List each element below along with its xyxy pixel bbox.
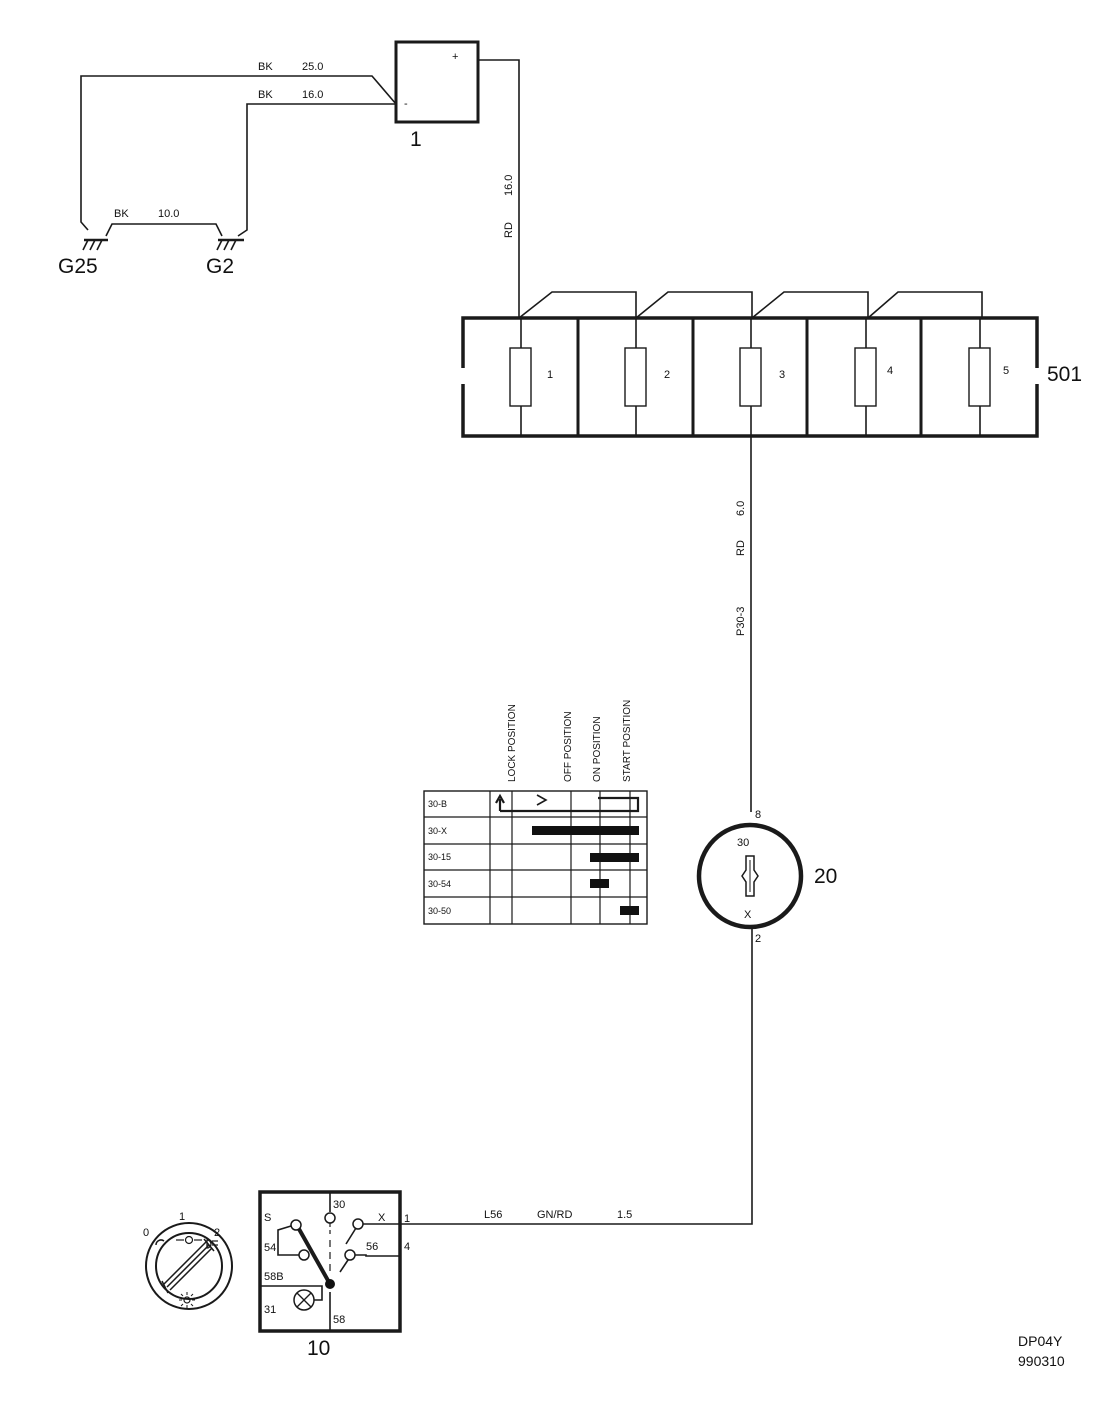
wire-fuse3-ign: 6.0 RD P30-3 [735, 436, 752, 812]
wire-code: P30-3 [735, 607, 747, 636]
light-switch: S 30 X 54 56 58B 31 58 1 4 10 [258, 1190, 410, 1360]
headlight-icon [206, 1239, 218, 1249]
terminal-56: 56 [366, 1241, 378, 1253]
knob-pos-1: 1 [179, 1211, 185, 1223]
ign-pin-in: 8 [755, 809, 761, 821]
battery-minus-label: - [404, 98, 408, 110]
knob-pos-0: 0 [143, 1227, 149, 1239]
fuse-box: 1 2 3 4 5 501 [460, 291, 1082, 438]
knob-pos-2: 2 [214, 1227, 220, 1239]
battery: + - 1 [394, 40, 480, 151]
svg-text:1: 1 [547, 369, 553, 381]
ign-terminal-out: X [744, 909, 752, 921]
terminal-58b: 58B [264, 1271, 284, 1283]
wire-color: BK [258, 89, 273, 101]
col-on: ON POSITION [592, 716, 603, 782]
fuse-box-ref: 501 [1047, 363, 1082, 386]
wire-color: BK [258, 61, 273, 73]
fuse-3: 3 [739, 318, 785, 436]
svg-text:4: 4 [887, 365, 893, 377]
bar-30-x [532, 826, 639, 835]
wire-code: L56 [484, 1209, 502, 1221]
wire-g25-g2: BK 10.0 [105, 208, 223, 237]
pin-1: 1 [404, 1213, 410, 1225]
col-lock: LOCK POSITION [507, 704, 518, 782]
wire-ign-light: L56 GN/RD 1.5 [401, 927, 753, 1225]
row-30-54: 30-54 [428, 879, 451, 889]
wire-size: 16.0 [503, 175, 515, 196]
wire-bat-pos-fuse: RD 16.0 [478, 59, 520, 318]
battery-ref: 1 [410, 128, 422, 151]
ground-g2: G2 [206, 238, 244, 278]
diagram-code: DP04Y [1018, 1333, 1063, 1349]
ground-g25: G25 [58, 238, 108, 278]
wire-size: 6.0 [735, 501, 747, 516]
wire-size: 1.5 [617, 1209, 632, 1221]
lamp-icon [293, 1289, 315, 1311]
col-off: OFF POSITION [563, 711, 574, 782]
row-30-b-marks [495, 793, 640, 813]
ground-g25-label: G25 [58, 255, 98, 278]
wire-color: RD [503, 222, 515, 238]
row-30-b: 30-B [428, 799, 447, 809]
bar-30-54 [590, 879, 609, 888]
drawing-id: DP04Y 990310 [1018, 1333, 1065, 1369]
ground-g2-label: G2 [206, 255, 234, 278]
bar-30-15 [590, 853, 639, 862]
light-switch-knob: 0 1 2 [143, 1211, 233, 1310]
svg-text:2: 2 [664, 369, 670, 381]
diagram-date: 990310 [1018, 1353, 1065, 1369]
row-30-50: 30-50 [428, 906, 451, 916]
fuse-1: 1 [509, 318, 553, 436]
ign-terminal-in: 30 [737, 837, 749, 849]
fuse-4: 4 [854, 318, 893, 436]
wire-bat-neg-g25: BK 25.0 [80, 61, 397, 231]
wire-size: 25.0 [302, 61, 323, 73]
terminal-58: 58 [333, 1314, 345, 1326]
row-30-15: 30-15 [428, 852, 451, 862]
switch-position-table: LOCK POSITION OFF POSITION ON POSITION S… [423, 700, 648, 925]
ign-ref: 20 [814, 865, 837, 888]
bar-30-50 [620, 906, 639, 915]
parking-light-icon [155, 1235, 202, 1246]
svg-text:5: 5 [1003, 365, 1009, 377]
wire-size: 16.0 [302, 89, 323, 101]
illumination-icon [179, 1292, 195, 1308]
ignition-switch: 8 2 30 X 20 [696, 809, 837, 945]
pin-4: 4 [404, 1241, 410, 1253]
key-icon [741, 855, 759, 897]
wire-color: RD [735, 540, 747, 556]
terminal-54: 54 [264, 1242, 276, 1254]
knob-grip [161, 1238, 215, 1294]
fuse-5: 5 [968, 318, 1009, 436]
fuse-2: 2 [624, 318, 670, 436]
terminal-31: 31 [264, 1304, 276, 1316]
terminal-x: X [378, 1212, 386, 1224]
ign-pin-out: 2 [755, 933, 761, 945]
light-switch-ref: 10 [307, 1337, 330, 1360]
col-start: START POSITION [622, 700, 633, 782]
terminal-30: 30 [333, 1199, 345, 1211]
wire-bat-neg-g2: BK 16.0 [237, 89, 396, 237]
battery-plus-label: + [452, 51, 458, 63]
terminal-s: S [264, 1212, 271, 1224]
wire-size: 10.0 [158, 208, 179, 220]
svg-text:3: 3 [779, 369, 785, 381]
wire-color: BK [114, 208, 129, 220]
wire-color: GN/RD [537, 1209, 573, 1221]
row-30-x: 30-X [428, 826, 447, 836]
